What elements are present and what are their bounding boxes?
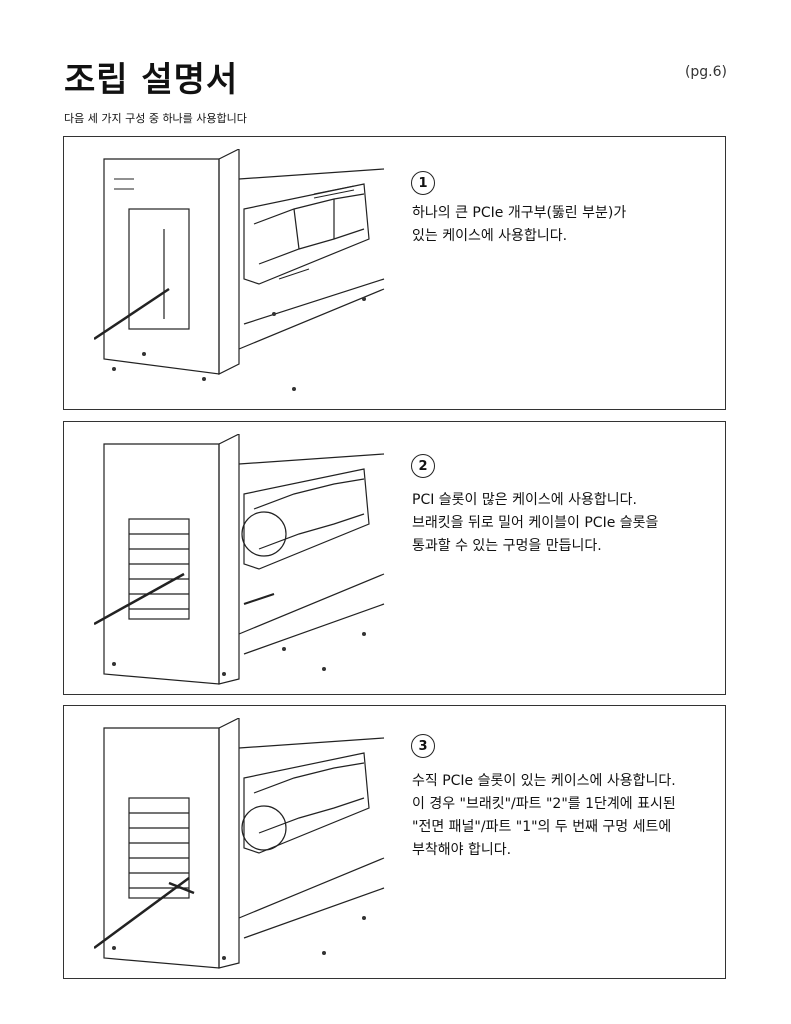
step-3-line: 이 경우 "브래킷"/파트 "2"를 1단계에 표시된 [412, 796, 676, 812]
case-illustration-3 [94, 718, 385, 969]
step-3-line: "전면 패널"/파트 "1"의 두 번째 구멍 세트에 [412, 819, 672, 835]
page-subtitle: 다음 세 가지 구성 중 하나를 사용합니다 [64, 112, 247, 125]
step-1-line: 하나의 큰 PCIe 개구부(뚫린 부분)가 [412, 205, 627, 221]
step-text-2: PCI 슬롯이 많은 케이스에 사용합니다. 브래킷을 뒤로 밀어 케이블이 P… [412, 489, 717, 558]
step-number-1: 1 [411, 171, 435, 195]
page-title: 조립 설명서 [64, 60, 239, 100]
step-number-2: 2 [411, 454, 435, 478]
step-panel-3: 3 수직 PCIe 슬롯이 있는 케이스에 사용합니다. 이 경우 "브래킷"/… [63, 705, 726, 979]
step-3-line: 수직 PCIe 슬롯이 있는 케이스에 사용합니다. [412, 773, 676, 789]
step-text-3: 수직 PCIe 슬롯이 있는 케이스에 사용합니다. 이 경우 "브래킷"/파트… [412, 770, 717, 862]
step-panel-1: 1 하나의 큰 PCIe 개구부(뚫린 부분)가 있는 케이스에 사용합니다. [63, 136, 726, 410]
step-1-line: 있는 케이스에 사용합니다. [412, 228, 568, 244]
case-illustration-2 [94, 434, 385, 685]
page-number: (pg.6) [684, 64, 727, 80]
step-2-line: PCI 슬롯이 많은 케이스에 사용합니다. [412, 492, 637, 508]
step-3-line: 부착해야 합니다. [412, 842, 512, 858]
step-2-line: 브래킷을 뒤로 밀어 케이블이 PCIe 슬롯을 [412, 515, 659, 531]
step-text-1: 하나의 큰 PCIe 개구부(뚫린 부분)가 있는 케이스에 사용합니다. [412, 202, 717, 248]
step-2-line: 통과할 수 있는 구멍을 만듭니다. [412, 538, 602, 554]
step-number-3: 3 [411, 734, 435, 758]
case-illustration-1 [94, 149, 385, 391]
step-panel-2: 2 PCI 슬롯이 많은 케이스에 사용합니다. 브래킷을 뒤로 밀어 케이블이… [63, 421, 726, 695]
